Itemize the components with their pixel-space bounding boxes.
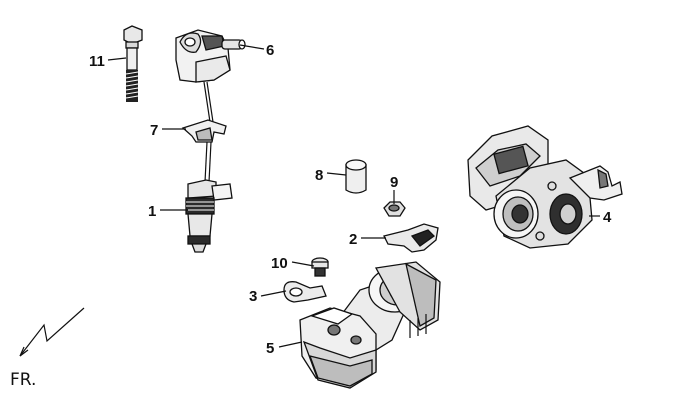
part-10-screw [311, 257, 329, 277]
part-2-clamp [383, 223, 439, 253]
part-4-throttle-body [467, 125, 623, 249]
front-direction-label: FR. [10, 370, 36, 390]
front-direction-arrow [19, 307, 85, 357]
part-8-sleeve [345, 159, 367, 194]
callout-9: 9 [390, 174, 398, 191]
callout-7: 7 [150, 122, 158, 139]
callout-4: 4 [603, 209, 612, 226]
callout-2: 2 [349, 231, 357, 248]
callout-8: 8 [315, 167, 323, 184]
callout-11: 11 [89, 53, 105, 70]
part-11-bolt [123, 25, 143, 102]
part-1-injector [185, 141, 233, 253]
part-6-injector-cap [175, 29, 246, 123]
part-7-clip [181, 119, 227, 143]
callout-1: 1 [148, 203, 156, 220]
leader-lines [107, 44, 600, 348]
part-5-intake-manifold [299, 261, 441, 389]
part-3-clamp-ring [283, 281, 327, 303]
callout-6: 6 [266, 42, 274, 59]
callout-3: 3 [249, 288, 257, 305]
part-9-nut [383, 201, 406, 217]
callout-10: 10 [271, 255, 288, 272]
callout-5: 5 [266, 340, 274, 357]
